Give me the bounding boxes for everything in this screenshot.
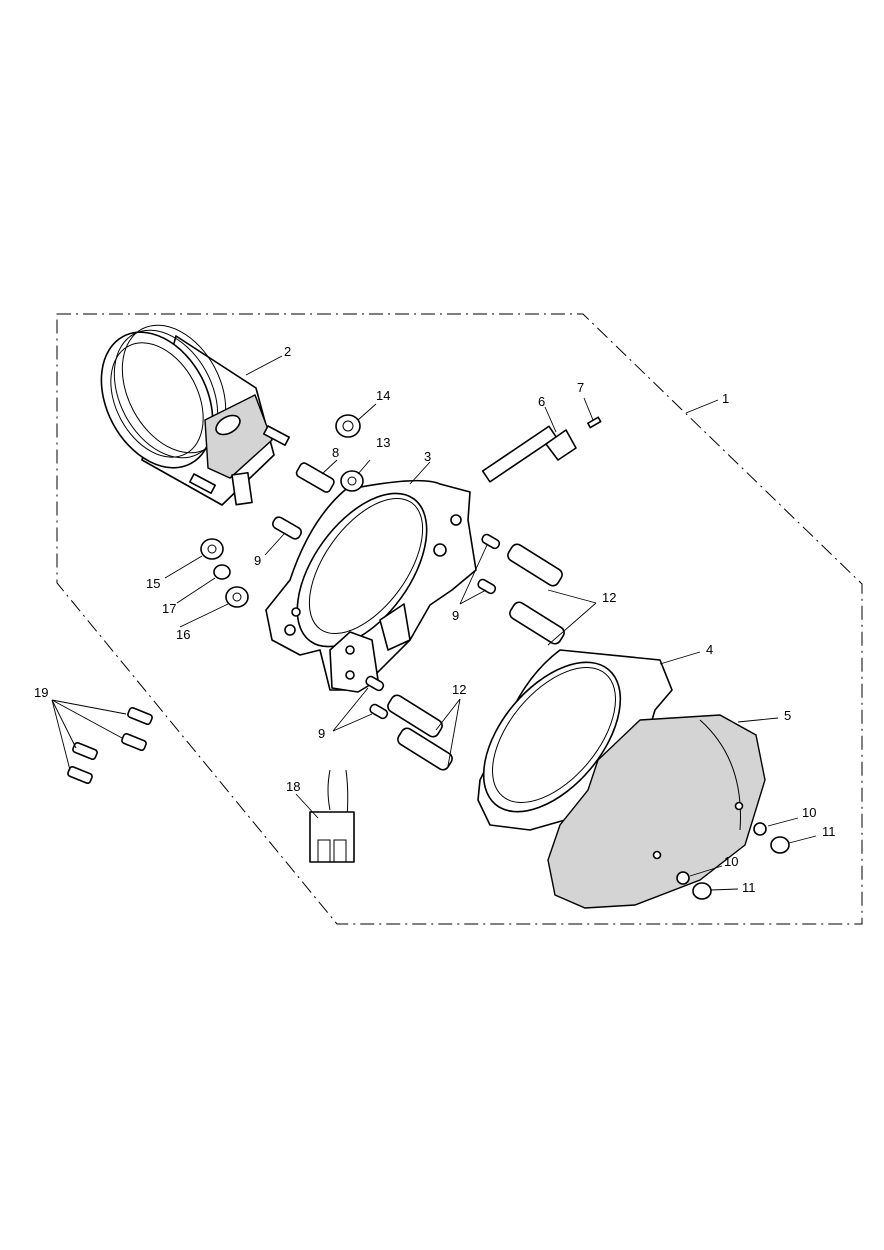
callout-4: 4 <box>706 642 713 657</box>
drive-cable-part-6[interactable] <box>481 425 577 483</box>
callout-9-upper-left: 9 <box>254 553 261 568</box>
gasket-part-4[interactable] <box>457 637 673 836</box>
callout-9-lower: 9 <box>318 726 325 741</box>
callout-1: 1 <box>722 391 729 406</box>
instrument-gauge-part-2[interactable] <box>79 307 290 506</box>
bulb-holder-part-12-upper[interactable] <box>506 542 567 646</box>
nut-part-11-upper[interactable] <box>770 836 790 854</box>
housing-cover-part-5[interactable] <box>547 714 766 909</box>
bulb-part-9-upper-right[interactable] <box>477 533 501 595</box>
washer-part-10-lower[interactable] <box>676 871 690 885</box>
callout-19: 19 <box>34 685 48 700</box>
callout-11-lower: 11 <box>742 880 756 895</box>
pin-part-7[interactable] <box>587 416 602 429</box>
callout-12-lower: 12 <box>452 682 466 697</box>
callout-15: 15 <box>146 576 160 591</box>
leader-lines <box>51 355 817 891</box>
callout-14: 14 <box>376 388 390 403</box>
grommet-part-16[interactable] <box>225 586 249 608</box>
callout-18: 18 <box>286 779 300 794</box>
callout-5: 5 <box>784 708 791 723</box>
callout-2: 2 <box>284 344 291 359</box>
grommet-part-15[interactable] <box>200 538 224 560</box>
grommet-part-14[interactable] <box>335 414 361 438</box>
mounting-bracket-part-3[interactable] <box>265 471 477 693</box>
bulb-holder-part-12-lower[interactable] <box>386 693 455 772</box>
callout-6: 6 <box>538 394 545 409</box>
bulb-holder-part-8[interactable] <box>295 462 335 494</box>
callout-3: 3 <box>424 449 431 464</box>
bulb-part-9-upper-left[interactable] <box>271 515 303 540</box>
spacer-part-17[interactable] <box>213 564 231 580</box>
callout-11-upper: 11 <box>822 824 836 839</box>
bulb-part-9-lower[interactable] <box>365 675 389 720</box>
callout-10-lower: 10 <box>724 854 738 869</box>
callout-10-upper: 10 <box>802 805 816 820</box>
callout-17: 17 <box>162 601 176 616</box>
callout-8: 8 <box>332 445 339 460</box>
callout-13: 13 <box>376 435 390 450</box>
screws-part-19[interactable] <box>67 706 153 785</box>
callout-16: 16 <box>176 627 190 642</box>
callout-7: 7 <box>577 380 584 395</box>
callout-9-upper-right: 9 <box>452 608 459 623</box>
kit-boundary-outline <box>56 313 863 925</box>
callout-12-upper: 12 <box>602 590 616 605</box>
washer-part-10-upper[interactable] <box>753 822 767 836</box>
callout-labels: 1 2 3 4 5 6 7 8 9 9 9 10 10 11 11 12 12 … <box>34 344 836 895</box>
connector-part-18[interactable] <box>309 769 355 863</box>
grommet-part-13[interactable] <box>340 470 364 492</box>
nut-part-11-lower[interactable] <box>692 882 712 900</box>
